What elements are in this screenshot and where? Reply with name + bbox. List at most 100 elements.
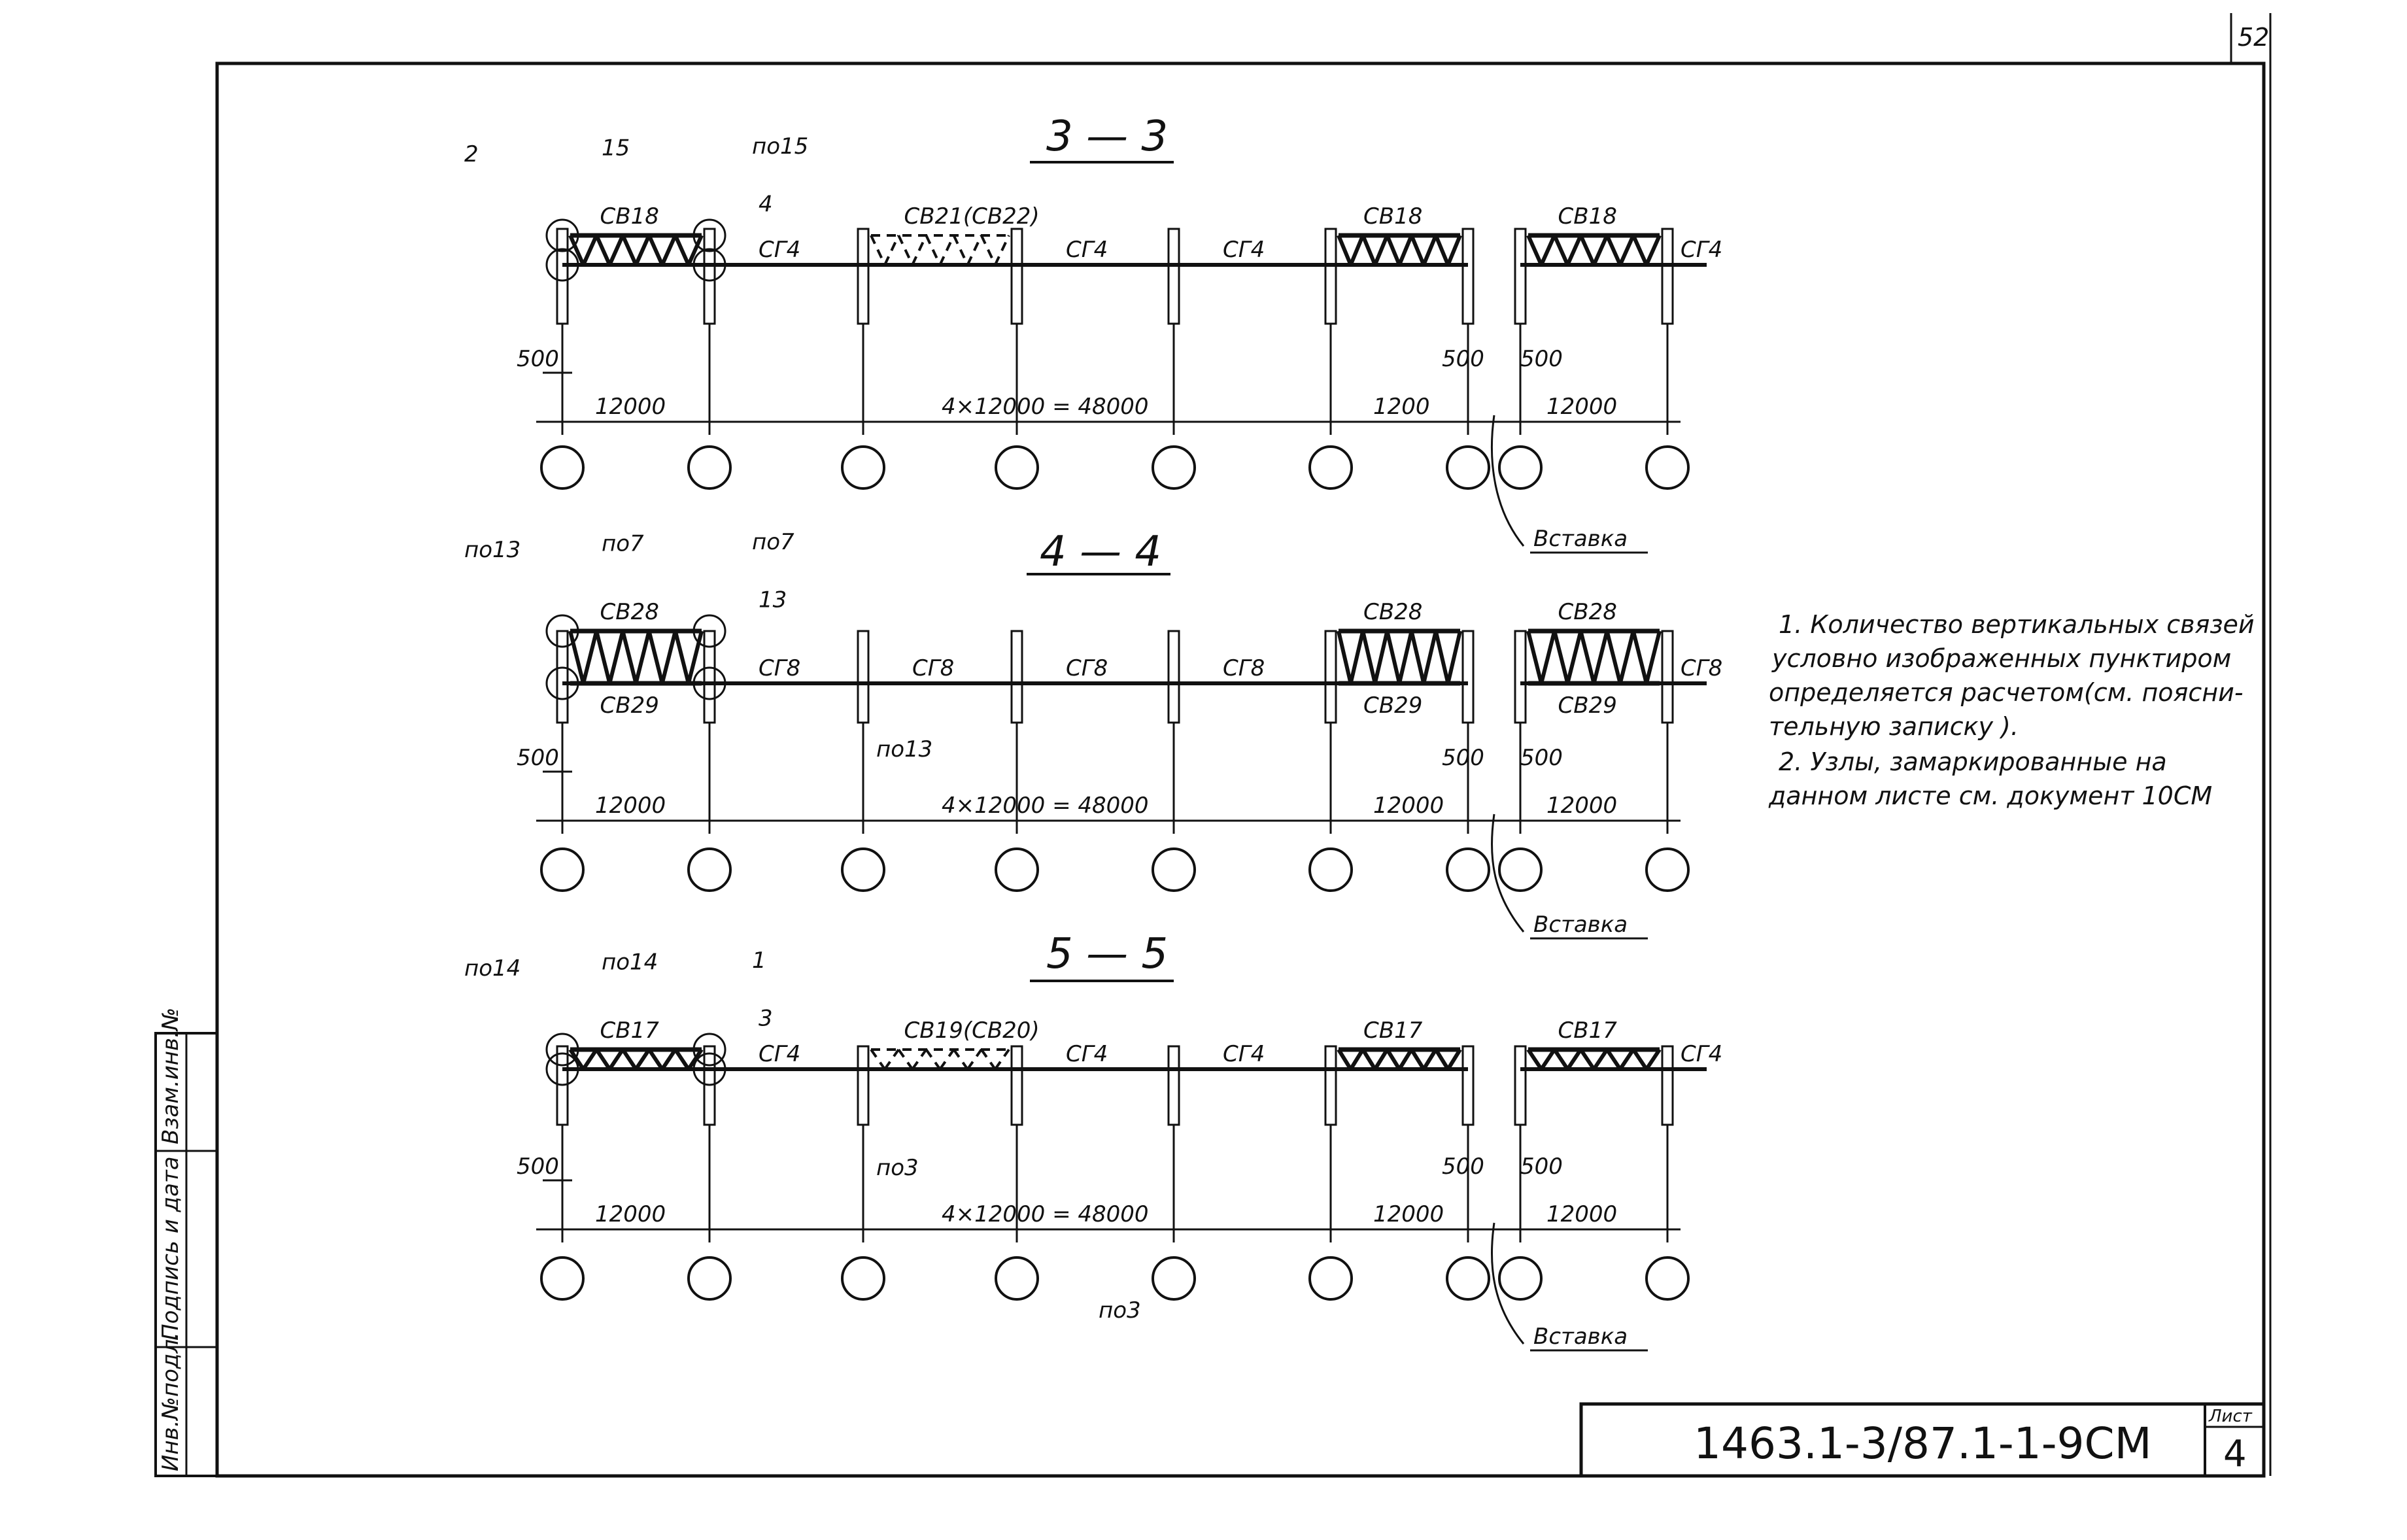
truss-diagonal — [1422, 234, 1438, 266]
node-marker — [545, 248, 579, 282]
insert-label: Вставка — [1533, 526, 1628, 552]
truss-diagonal — [581, 234, 598, 266]
axis-bubble — [687, 1256, 732, 1301]
column — [1661, 630, 1674, 724]
truss-diagonal — [1565, 630, 1583, 684]
stamp-inv-no: Инв.№подл. — [158, 1332, 184, 1471]
girder-label: СГ8 — [1066, 655, 1108, 681]
axis-bubble — [841, 445, 885, 490]
truss-diagonal — [883, 235, 900, 265]
truss-diagonal — [1618, 234, 1635, 266]
truss-diagonal — [938, 235, 955, 265]
truss-diagonal — [1337, 1048, 1353, 1070]
truss-diagonal — [1446, 630, 1462, 684]
truss-diagonal — [1349, 1048, 1365, 1070]
truss-diagonal — [1397, 630, 1414, 684]
truss-diagonal — [1618, 630, 1635, 684]
truss-diagonal — [897, 235, 914, 265]
section-title: 4 — 4 — [1040, 528, 1161, 576]
truss-diagonal — [1385, 630, 1401, 684]
truss-diagonal — [1434, 234, 1450, 266]
truss-diagonal — [607, 1048, 624, 1070]
column — [1461, 228, 1475, 325]
bracing-label: CB29 — [1558, 693, 1617, 719]
truss-diagonal — [1348, 234, 1365, 266]
truss-diagonal — [607, 630, 625, 684]
document-code: 1463.1-3/87.1-1-9CM — [1694, 1418, 2152, 1469]
truss-diagonal — [1565, 234, 1583, 266]
stamp-replace-inv: Взам.инв.№ — [158, 1008, 184, 1144]
truss-diagonal — [1526, 1048, 1543, 1070]
notes: 1. Количество вертикальных связей условн… — [1768, 610, 2255, 810]
axis-bubble — [687, 847, 732, 892]
node-label: по13 — [876, 736, 932, 762]
column — [1010, 1045, 1023, 1126]
truss-diagonal — [1579, 1048, 1596, 1070]
axis-bubble — [1498, 847, 1543, 892]
node-marker — [692, 248, 726, 282]
node-marker — [545, 1033, 579, 1067]
truss-diagonal — [1348, 630, 1365, 684]
truss-diagonal — [1409, 234, 1425, 266]
node-label: 4 — [759, 192, 773, 218]
node-label: по7 — [752, 529, 794, 555]
truss-diagonal — [938, 1048, 955, 1070]
column — [703, 228, 716, 325]
truss-diagonal — [911, 235, 928, 265]
truss-diagonal — [660, 630, 677, 684]
truss-diagonal — [1409, 630, 1426, 684]
bracing-label: CB18 — [600, 203, 659, 230]
axis-bubble — [1308, 847, 1353, 892]
node-label: 3 — [759, 1006, 773, 1032]
column — [1661, 228, 1674, 325]
truss-diagonal — [1526, 630, 1544, 684]
node-marker — [692, 1033, 726, 1067]
truss-diagonal — [647, 630, 664, 684]
stamp-signature-date: Подпись и дата — [158, 1156, 184, 1341]
truss-diagonal — [1631, 1048, 1648, 1070]
node-marker — [692, 614, 726, 648]
axis-bubble — [841, 847, 885, 892]
node-marker — [545, 666, 579, 700]
node-marker — [545, 614, 579, 648]
truss-diagonal — [1361, 630, 1377, 684]
truss-diagonal — [1552, 1048, 1569, 1070]
note-line: 2. Узлы, замаркированные на — [1779, 747, 2167, 776]
truss-diagonal — [1526, 234, 1543, 266]
truss-diagonal — [581, 1048, 598, 1070]
bracing-label: CB29 — [600, 693, 659, 719]
node-label: по3 — [1099, 1297, 1141, 1324]
axis-bubble — [540, 445, 585, 490]
bracing-label: CB17 — [1558, 1018, 1618, 1044]
truss-diagonal — [594, 1048, 611, 1070]
dimension-value: 12000 — [595, 394, 666, 420]
truss-diagonal — [1539, 1048, 1556, 1070]
node-marker — [692, 218, 726, 252]
dimension-value: 4×12000 = 48000 — [942, 1201, 1149, 1227]
column — [1324, 630, 1337, 724]
axis-bubble — [687, 445, 732, 490]
dimension-value: 4×12000 = 48000 — [942, 394, 1149, 420]
dimension-value: 12000 — [1546, 1201, 1617, 1227]
truss-diagonal — [634, 630, 651, 684]
column — [1324, 228, 1337, 325]
node-label: 15 — [602, 135, 630, 162]
axis-bubble — [1645, 1256, 1690, 1301]
bracing-label: CB18 — [1363, 203, 1422, 230]
truss-diagonal — [673, 630, 691, 684]
truss-diagonal — [1592, 1048, 1609, 1070]
truss-diagonal — [994, 235, 1010, 265]
truss-diagonal — [1337, 234, 1353, 266]
girder-label: СГ4 — [1066, 1041, 1108, 1067]
axis-bubble — [1152, 1256, 1196, 1301]
dimension-value: 4×12000 = 48000 — [942, 793, 1149, 819]
bracing-label: CB19(CB20) — [904, 1018, 1040, 1044]
column — [857, 630, 870, 724]
truss-diagonal — [1397, 1048, 1414, 1070]
truss-diagonal — [1373, 630, 1390, 684]
girder-label: СГ4 — [1066, 237, 1108, 263]
girder-label: СГ4 — [1223, 237, 1265, 263]
truss-diagonal — [994, 1048, 1010, 1070]
truss-diagonal — [1592, 234, 1609, 266]
